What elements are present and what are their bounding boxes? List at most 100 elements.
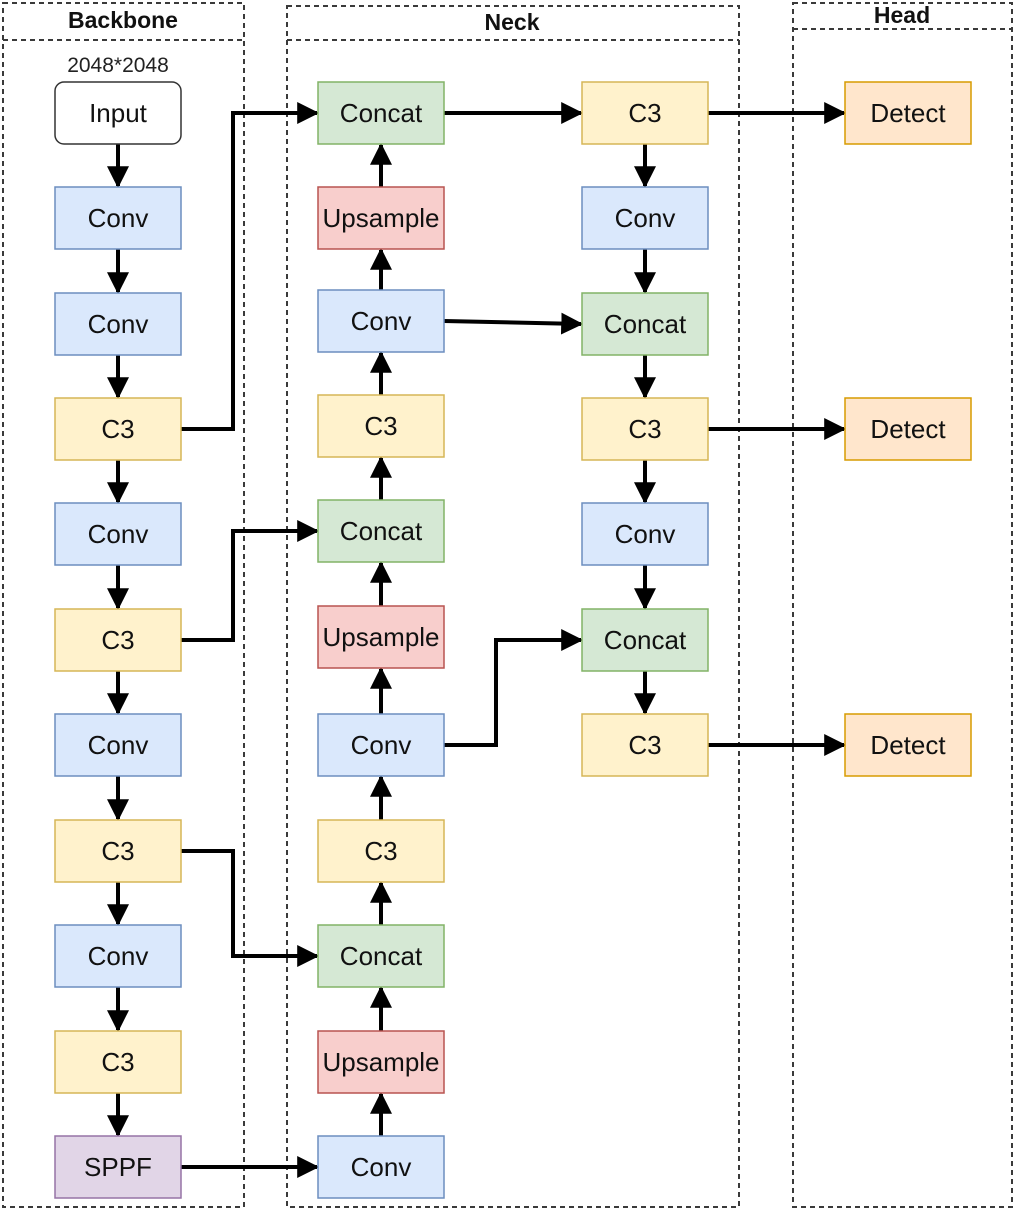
node-label: Conv — [88, 519, 149, 549]
node-n2-c3-2: C3 — [581, 397, 709, 461]
node-box — [317, 186, 445, 250]
node-n1-up1: Upsample — [317, 186, 445, 250]
node-box — [844, 397, 972, 461]
node-label: C3 — [628, 98, 661, 128]
node-box — [581, 81, 709, 145]
node-n1-conv2: Conv — [317, 713, 445, 777]
node-box — [581, 608, 709, 672]
node-box — [317, 1030, 445, 1094]
node-box — [54, 608, 182, 672]
node-label: Conv — [351, 730, 412, 760]
node-box — [317, 713, 445, 777]
node-b-conv1: Conv — [54, 186, 182, 250]
input-size-label: 2048*2048 — [67, 54, 169, 77]
node-label: C3 — [364, 411, 397, 441]
node-label: SPPF — [84, 1152, 152, 1182]
node-label: Input — [89, 98, 148, 128]
node-b-conv3: Conv — [54, 502, 182, 566]
node-label: Upsample — [322, 622, 439, 652]
node-label: C3 — [364, 836, 397, 866]
node-label: Detect — [870, 414, 946, 444]
node-box — [54, 292, 182, 356]
node-label: C3 — [101, 625, 134, 655]
node-box — [317, 924, 445, 988]
node-box — [317, 605, 445, 669]
node-label: C3 — [101, 836, 134, 866]
node-h-detect1: Detect — [844, 81, 972, 145]
node-box — [54, 924, 182, 988]
node-n1-concat2: Concat — [317, 499, 445, 563]
node-b-c3-1: C3 — [54, 397, 182, 461]
node-label: C3 — [101, 1047, 134, 1077]
node-label: Concat — [604, 625, 687, 655]
backbone-panel-title: Backbone — [68, 7, 178, 33]
node-h-detect3: Detect — [844, 713, 972, 777]
node-box — [317, 499, 445, 563]
node-label: Concat — [340, 941, 423, 971]
node-box — [581, 186, 709, 250]
neck-panel: Neck — [286, 5, 740, 1208]
node-n1-up3: Upsample — [317, 1030, 445, 1094]
node-box — [54, 713, 182, 777]
node-n1-c3-2: C3 — [317, 819, 445, 883]
node-b-conv4: Conv — [54, 713, 182, 777]
node-n2-conv1: Conv — [581, 186, 709, 250]
head-panel-title: Head — [874, 2, 930, 28]
node-n2-concat2: Concat — [581, 608, 709, 672]
node-b-input: Input — [54, 81, 182, 145]
node-box — [54, 819, 182, 883]
node-box — [54, 81, 182, 145]
node-label: Upsample — [322, 1047, 439, 1077]
node-b-conv5: Conv — [54, 924, 182, 988]
node-box — [581, 502, 709, 566]
node-n1-conv3: Conv — [317, 1135, 445, 1199]
node-box — [317, 819, 445, 883]
node-label: Conv — [88, 309, 149, 339]
node-b-c3-3: C3 — [54, 819, 182, 883]
node-label: Concat — [604, 309, 687, 339]
node-box — [581, 713, 709, 777]
node-box — [54, 1030, 182, 1094]
node-box — [54, 397, 182, 461]
node-b-c3-2: C3 — [54, 608, 182, 672]
node-n2-concat1: Concat — [581, 292, 709, 356]
node-n1-concat3: Concat — [317, 924, 445, 988]
node-label: Conv — [615, 519, 676, 549]
node-box — [581, 397, 709, 461]
edge-b-c3-1-to-n1-concat1 — [181, 102, 320, 431]
node-label: Conv — [615, 203, 676, 233]
node-b-conv2: Conv — [54, 292, 182, 356]
node-label: C3 — [628, 414, 661, 444]
node-box — [844, 81, 972, 145]
node-box — [54, 186, 182, 250]
node-box — [317, 289, 445, 353]
edge-b-c3-3-to-n1-concat3 — [181, 849, 320, 967]
node-h-detect2: Detect — [844, 397, 972, 461]
edge-n1-conv2-to-n2-concat2 — [444, 629, 584, 747]
node-n1-concat1: Concat — [317, 81, 445, 145]
backbone-panel: Backbone — [2, 2, 245, 1208]
node-label: Detect — [870, 98, 946, 128]
node-box — [317, 1135, 445, 1199]
node-label: C3 — [628, 730, 661, 760]
edge-n1-conv1-to-n2-concat1 — [443, 312, 584, 335]
head-panel: Head — [792, 2, 1013, 1208]
node-label: Conv — [88, 203, 149, 233]
node-box — [54, 1135, 182, 1199]
edges-layer — [107, 102, 847, 1178]
node-label: Upsample — [322, 203, 439, 233]
nodes-layer: InputConvConvC3ConvC3ConvC3ConvC3SPPFCon… — [54, 81, 972, 1199]
node-box — [317, 81, 445, 145]
neck-panel-title: Neck — [485, 9, 540, 35]
node-box — [54, 502, 182, 566]
node-n2-conv2: Conv — [581, 502, 709, 566]
node-label: Concat — [340, 98, 423, 128]
node-label: Conv — [88, 941, 149, 971]
node-n1-conv1: Conv — [317, 289, 445, 353]
node-box — [844, 713, 972, 777]
node-b-sppf: SPPF — [54, 1135, 182, 1199]
node-box — [581, 292, 709, 356]
node-box — [317, 394, 445, 458]
node-label: C3 — [101, 414, 134, 444]
node-b-c3-4: C3 — [54, 1030, 182, 1094]
